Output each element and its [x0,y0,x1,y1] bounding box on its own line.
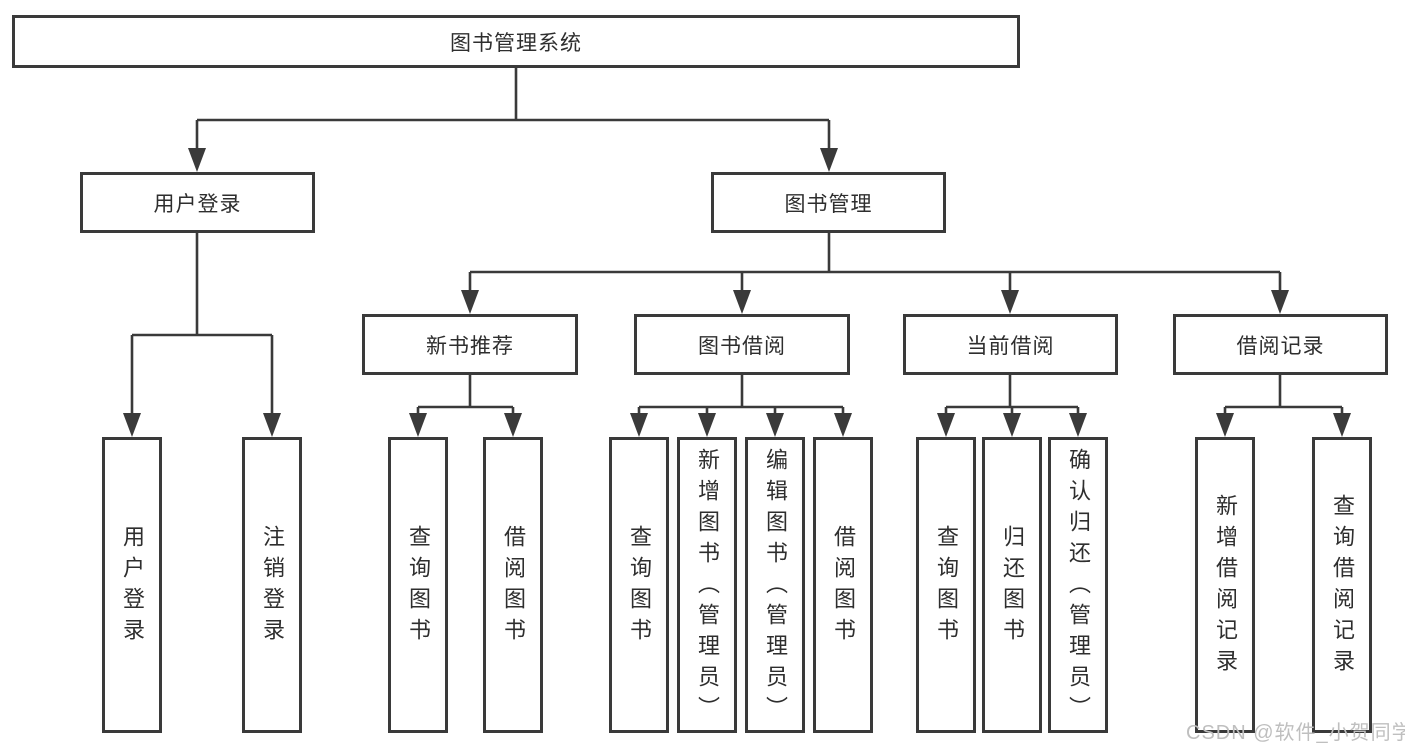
arrowheads [123,148,1351,437]
leaf-query-borrow-record: 查询借阅记录 [1312,437,1372,733]
node-book-management: 图书管理 [711,172,946,233]
node-user-login: 用户登录 [80,172,315,233]
leaf-add-borrow-record: 新增借阅记录 [1195,437,1255,733]
leaf-query-books-borrow: 查询图书 [609,437,669,733]
leaf-edit-books-admin: 编辑图书（管理员） [745,437,805,733]
leaf-return-books: 归还图书 [982,437,1042,733]
node-new-book-recommend: 新书推荐 [362,314,578,375]
leaf-query-books-recommend: 查询图书 [388,437,448,733]
node-borrow-records: 借阅记录 [1173,314,1388,375]
node-current-borrow: 当前借阅 [903,314,1118,375]
leaf-borrow-books-recommend: 借阅图书 [483,437,543,733]
leaf-borrow-books: 借阅图书 [813,437,873,733]
leaf-query-books-current: 查询图书 [916,437,976,733]
csdn-watermark: CSDN @软件_小贺同学 [1186,722,1405,744]
node-book-borrow: 图书借阅 [634,314,850,375]
leaf-logout: 注销登录 [242,437,302,733]
leaf-user-login: 用户登录 [102,437,162,733]
leaf-add-books-admin: 新增图书（管理员） [677,437,737,733]
leaf-confirm-return-admin: 确认归还（管理员） [1048,437,1108,733]
node-root: 图书管理系统 [12,15,1020,68]
